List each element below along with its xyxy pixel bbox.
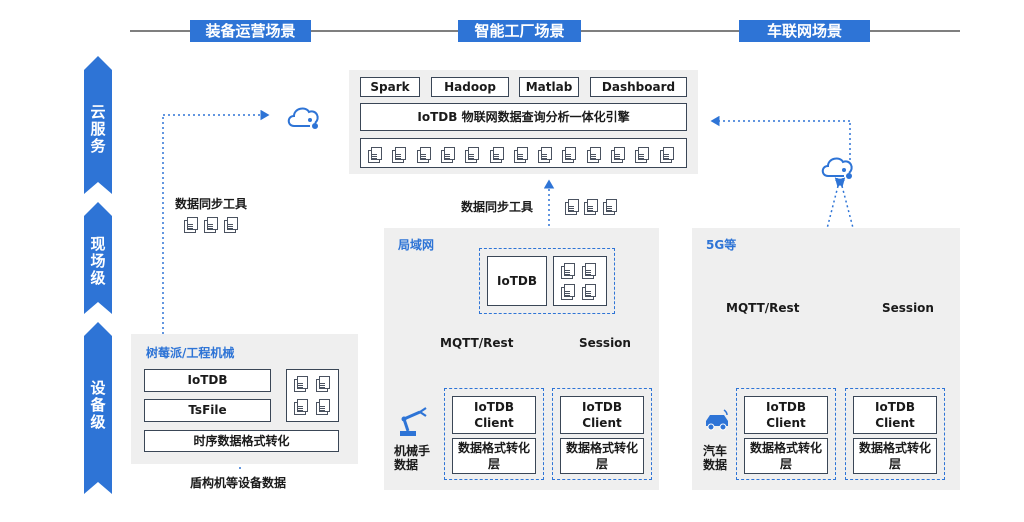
file-stack-icon [561, 284, 575, 300]
equipment-title: 树莓派/工程机械 [146, 346, 235, 360]
file-stack-icon [659, 147, 674, 163]
file-stack-icon [582, 284, 596, 300]
file-stack-icon [586, 147, 601, 163]
vehicle-layer-2: 数据格式转化层 [853, 438, 937, 474]
factory-mqtt-label: MQTT/Rest [440, 336, 514, 350]
file-stack-icon [316, 376, 330, 392]
factory-client-group-1 [444, 388, 544, 480]
file-stack-icon [204, 217, 218, 233]
factory-client-group-2 [552, 388, 652, 480]
file-stack-icon [184, 217, 198, 233]
level-cloud-label: 云服务 [90, 103, 106, 155]
equipment-format-convert: 时序数据格式转化 [144, 430, 339, 452]
cloud-icon [287, 107, 319, 129]
file-stack-icon [440, 147, 455, 163]
equipment-storage [286, 369, 339, 422]
equipment-tsfile: TsFile [144, 399, 271, 422]
file-stack-icon [538, 147, 553, 163]
equipment-source-label: 盾构机等设备数据 [190, 476, 287, 490]
file-stack-icon [603, 199, 617, 215]
level-chevron-device [84, 322, 112, 494]
file-stack-icon [316, 399, 330, 415]
level-site-label: 现场级 [90, 235, 106, 287]
tool-dashboard: Dashboard [590, 77, 687, 97]
equipment-iotdb: IoTDB [144, 369, 271, 392]
file-stack-icon [561, 263, 575, 279]
vehicle-client-group-2 [845, 388, 945, 480]
file-stack-icon [224, 217, 238, 233]
file-stack-icon [635, 147, 650, 163]
iotdb-engine: IoTDB 物联网数据查询分析一体化引擎 [360, 103, 687, 131]
file-stack-icon [465, 147, 480, 163]
factory-session-label: Session [579, 336, 631, 350]
factory-sync-label: 数据同步工具 [461, 200, 534, 214]
file-stack-icon [368, 147, 382, 163]
factory-client-1: IoTDB Client [452, 396, 536, 434]
file-stack-icon [489, 147, 504, 163]
file-stack-icon [513, 147, 528, 163]
cloud-icon [821, 157, 853, 179]
file-stack-icon [582, 263, 596, 279]
scene-vehicle-header: 车联网场景 [739, 20, 870, 42]
scene-equipment-header: 装备运营场景 [190, 20, 311, 42]
factory-iotdb: IoTDB [487, 256, 547, 306]
car-icon [706, 409, 728, 431]
file-stack-icon [294, 399, 308, 415]
level-device-label: 设备级 [90, 379, 106, 431]
factory-layer-1: 数据格式转化层 [452, 438, 536, 474]
factory-device-label: 机械手数据 [394, 444, 431, 472]
file-stack-icon [562, 147, 577, 163]
file-stack-icon [294, 376, 308, 392]
file-stack-icon [392, 147, 407, 163]
vehicle-client-1: IoTDB Client [744, 396, 828, 434]
factory-iotdb-group [479, 248, 615, 314]
vehicle-client-group-1 [736, 388, 836, 480]
level-chevron-cloud [84, 56, 112, 194]
equipment-sync-label: 数据同步工具 [175, 197, 248, 211]
vehicle-network-label: 5G等 [706, 238, 737, 252]
factory-network-label: 局域网 [398, 238, 435, 252]
level-chevron-site [84, 202, 112, 314]
tool-matlab: Matlab [519, 77, 579, 97]
vehicle-client-2: IoTDB Client [853, 396, 937, 434]
file-stack-icon [611, 147, 625, 163]
scene-factory-header: 智能工厂场景 [458, 20, 581, 42]
file-stack-icon [584, 199, 598, 215]
file-stack-icon [565, 199, 579, 215]
robot-arm-icon [400, 407, 427, 436]
vehicle-layer-1: 数据格式转化层 [744, 438, 828, 474]
vehicle-session-label: Session [882, 301, 934, 315]
vehicle-mqtt-label: MQTT/Rest [726, 301, 800, 315]
tool-spark: Spark [360, 77, 420, 97]
factory-client-2: IoTDB Client [560, 396, 644, 434]
vehicle-device-label: 汽车数据 [703, 444, 728, 472]
file-stack-icon [416, 147, 431, 163]
factory-layer-2: 数据格式转化层 [560, 438, 644, 474]
tool-hadoop: Hadoop [431, 77, 509, 97]
